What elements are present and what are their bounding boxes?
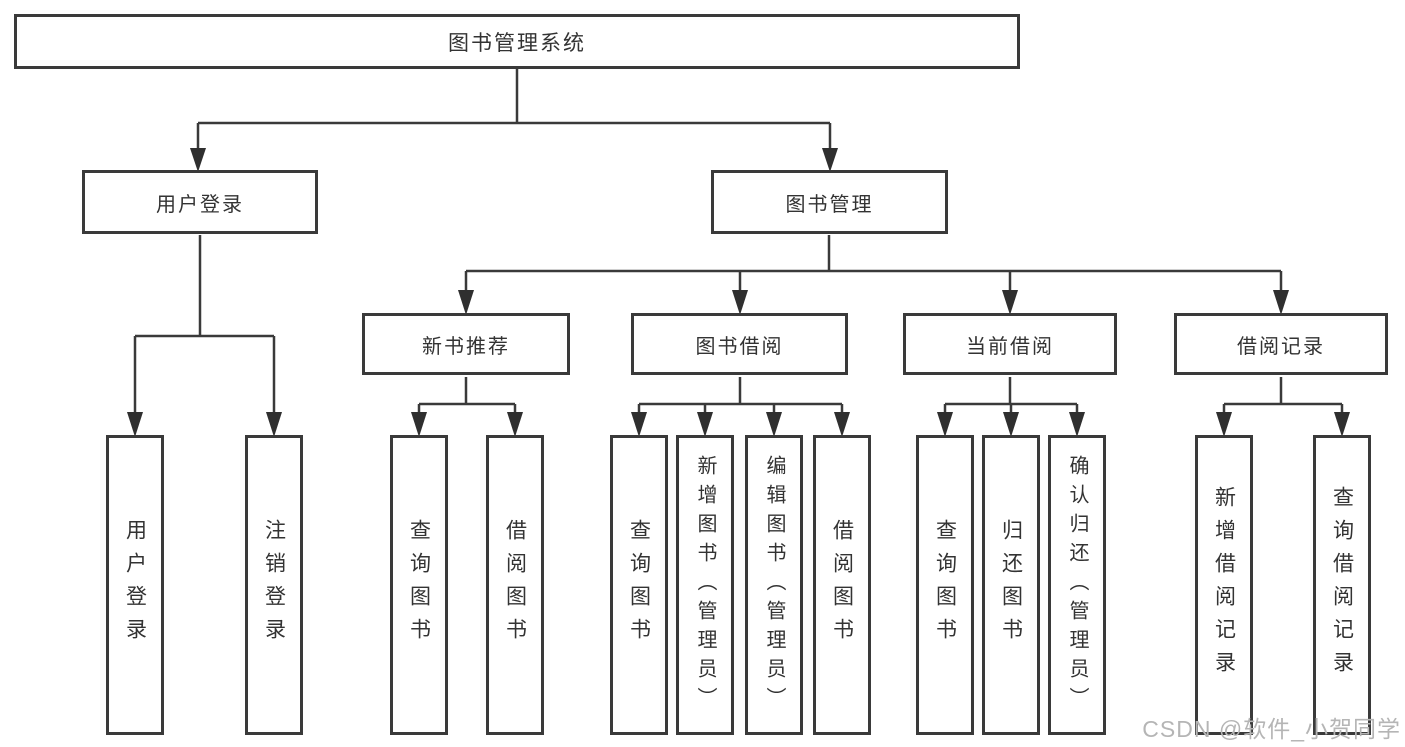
arrowheads-currentborrow-leaves	[937, 412, 1085, 437]
leaf-query-books-borrow: 查询图书	[610, 435, 668, 735]
connector-currentborrow-to-leaves	[943, 377, 1079, 414]
leaf-return-books: 归还图书	[982, 435, 1040, 735]
csdn-watermark: CSDN @软件_小贺同学	[1142, 716, 1401, 742]
node-library-management-system: 图书管理系统	[14, 14, 1020, 69]
arrowheads-bookborrow-leaves	[631, 412, 850, 437]
node-borrowing-records: 借阅记录	[1174, 313, 1388, 375]
leaf-query-books-recommend: 查询图书	[390, 435, 448, 735]
connector-root-to-level2	[196, 69, 832, 150]
arrowheads-level2	[190, 148, 838, 172]
node-book-borrowing: 图书借阅	[631, 313, 848, 375]
leaf-query-borrow-record: 查询借阅记录	[1313, 435, 1371, 735]
node-user-login: 用户登录	[82, 170, 318, 234]
connector-bookborrow-to-leaves	[637, 377, 844, 414]
arrowheads-userlogin-leaves	[127, 412, 282, 437]
leaf-confirm-return-admin: 确认归还（管理员）	[1048, 435, 1106, 735]
node-current-borrowing: 当前借阅	[903, 313, 1117, 375]
connector-borrowrecord-to-leaves	[1222, 377, 1344, 414]
node-new-book-recommendation: 新书推荐	[362, 313, 570, 375]
leaf-borrow-books-recommend: 借阅图书	[486, 435, 544, 735]
connector-bookmgmt-to-level3	[464, 235, 1283, 292]
arrowheads-newbookrec-leaves	[411, 412, 523, 437]
leaf-query-books-current: 查询图书	[916, 435, 974, 735]
leaf-add-borrow-record: 新增借阅记录	[1195, 435, 1253, 735]
node-book-management: 图书管理	[711, 170, 948, 234]
arrowheads-level3	[458, 290, 1289, 315]
leaf-user-login: 用户登录	[106, 435, 164, 735]
leaf-logout: 注销登录	[245, 435, 303, 735]
leaf-borrow-books: 借阅图书	[813, 435, 871, 735]
connector-userlogin-to-leaves	[133, 235, 276, 414]
arrowheads-borrowrecord-leaves	[1216, 412, 1350, 437]
connector-newbookrec-to-leaves	[417, 377, 517, 414]
leaf-add-books-admin: 新增图书（管理员）	[676, 435, 734, 735]
leaf-edit-books-admin: 编辑图书（管理员）	[745, 435, 803, 735]
